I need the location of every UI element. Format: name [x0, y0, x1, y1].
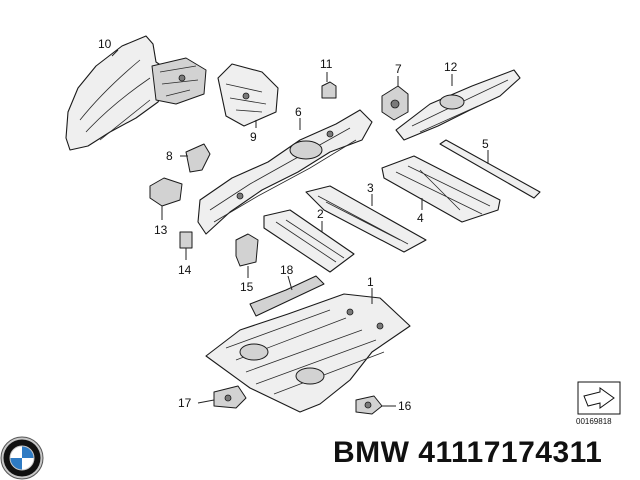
- direction-arrow-box: [577, 381, 621, 415]
- callout-2: 2: [317, 207, 324, 221]
- leader-lines: [111, 49, 489, 407]
- part-1-floor-pan: [205, 293, 411, 413]
- callout-labels: 10 11 7 12 6 9 8 5 3 2 4 13 14 15 18 1 1…: [98, 37, 489, 413]
- callout-7: 7: [395, 62, 402, 76]
- part-9-bracket: [217, 63, 279, 127]
- part-11-clip: [321, 81, 337, 99]
- leader-18: [287, 275, 293, 291]
- callout-12: 12: [444, 60, 458, 74]
- direction-arrow-icon: [583, 387, 615, 409]
- part-5-rail: [439, 139, 541, 199]
- callout-10: 10: [98, 37, 112, 51]
- callout-1: 1: [367, 275, 374, 289]
- leader-17: [197, 399, 215, 404]
- part-2-cross-member: [263, 209, 355, 273]
- callout-15: 15: [240, 280, 254, 294]
- callout-17: 17: [178, 396, 192, 410]
- callout-13: 13: [154, 223, 168, 237]
- part-14-plate: [179, 231, 193, 249]
- part-16-bracket: [355, 395, 383, 415]
- callout-18: 18: [280, 263, 294, 277]
- part-7-bracket: [381, 85, 409, 121]
- diagram-code: 00169818: [576, 417, 612, 426]
- part-13-bracket: [149, 177, 183, 207]
- part-4-floor-pan: [381, 155, 501, 223]
- part-8-bracket: [185, 143, 211, 173]
- callout-3: 3: [367, 181, 374, 195]
- part-15-bracket: [235, 233, 259, 267]
- callout-5: 5: [482, 137, 489, 151]
- bmw-roundel-logo: [0, 436, 44, 480]
- callout-9: 9: [250, 130, 257, 144]
- part-6-longitudinal-member: [197, 109, 373, 235]
- part-17-bracket: [213, 385, 247, 409]
- callout-14: 14: [178, 263, 192, 277]
- part-12-rail: [395, 69, 521, 141]
- part-18-bracket: [249, 275, 325, 317]
- part-3-cross-member: [305, 185, 427, 253]
- part-title: BMW 41117174311: [333, 436, 603, 469]
- callout-11: 11: [320, 57, 333, 71]
- leader-10: [111, 49, 119, 57]
- part-10-wheel-arch: [65, 35, 207, 151]
- callout-8: 8: [166, 149, 173, 163]
- callout-16: 16: [398, 399, 412, 413]
- callout-4: 4: [417, 211, 424, 225]
- callout-6: 6: [295, 105, 302, 119]
